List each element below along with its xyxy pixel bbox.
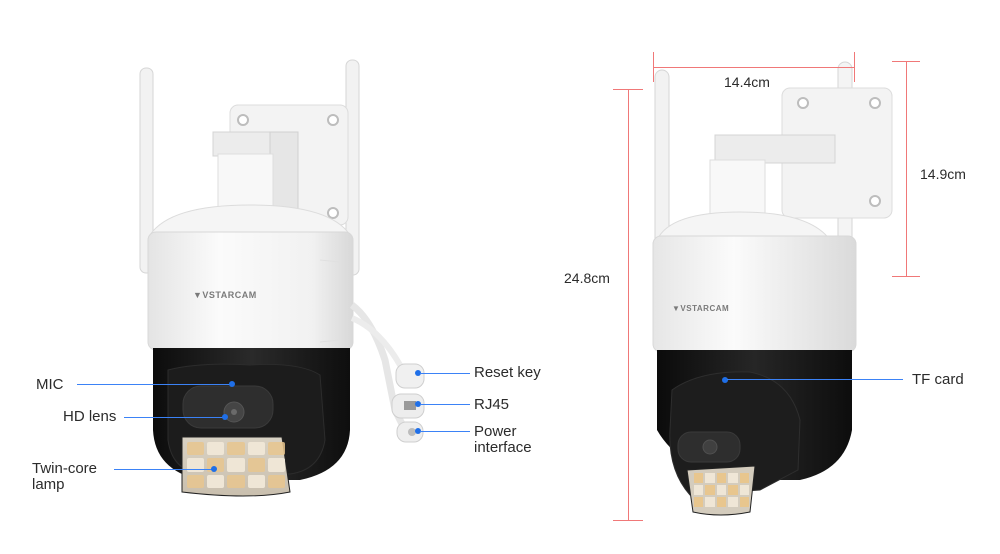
dimension-height-tick-bottom <box>613 520 643 521</box>
callout-power-line <box>420 431 470 432</box>
dimension-width-tick-left <box>653 52 654 82</box>
dimension-width-line <box>653 67 855 68</box>
callout-lamp-label: Twin-core lamp <box>32 460 98 493</box>
callout-lamp-dot <box>211 466 217 472</box>
dimension-height-label: 24.8cm <box>564 270 610 286</box>
callout-rj45-label: RJ45 <box>474 396 510 413</box>
dimension-height-tick-top <box>613 89 643 90</box>
callout-tf-card-line <box>727 379 903 380</box>
callout-tf-card-label: TF card <box>912 371 964 388</box>
callout-hd-lens-label: HD lens <box>63 408 117 425</box>
dimension-width-label: 14.4cm <box>724 74 770 90</box>
led-grid-side <box>694 473 749 507</box>
camera-side-illustration <box>652 61 893 516</box>
dimension-width-tick-right <box>854 52 855 82</box>
callout-mic-line <box>77 384 230 385</box>
callout-reset-key-dot <box>415 370 421 376</box>
cable-bundle <box>349 302 425 443</box>
dimension-bracket-label: 14.9cm <box>920 166 966 182</box>
callout-hd-lens-dot <box>222 414 228 420</box>
callout-power-label: Power interface <box>474 423 532 456</box>
callout-reset-key-line <box>420 373 470 374</box>
callout-rj45-line <box>420 404 470 405</box>
callout-tf-card-dot <box>722 377 728 383</box>
brand-logo-side: ▼VSTARCAM <box>672 304 730 313</box>
led-grid <box>187 442 285 488</box>
callout-power-dot <box>415 428 421 434</box>
camera-side-view: ▼VSTARCAM TF card <box>560 0 1000 554</box>
dimension-bracket-tick-top <box>892 61 920 62</box>
callout-rj45-dot <box>415 401 421 407</box>
dimension-bracket-line <box>906 61 907 277</box>
dimension-bracket-tick-bottom <box>892 276 920 277</box>
callout-mic-dot <box>229 381 235 387</box>
brand-v-icon: ▼ <box>193 290 203 300</box>
brand-logo: ▼VSTARCAM <box>193 290 257 300</box>
callout-reset-key-label: Reset key <box>474 364 541 381</box>
callout-lamp-line <box>114 469 212 470</box>
brand-v-icon: ▼ <box>672 304 681 313</box>
callout-mic-label: MIC <box>36 376 64 393</box>
callout-hd-lens-line <box>124 417 224 418</box>
dimension-height-line <box>628 89 629 521</box>
camera-front-view: ▼VSTARCAM MIC HD lens Twin-core lamp Res… <box>32 59 541 497</box>
